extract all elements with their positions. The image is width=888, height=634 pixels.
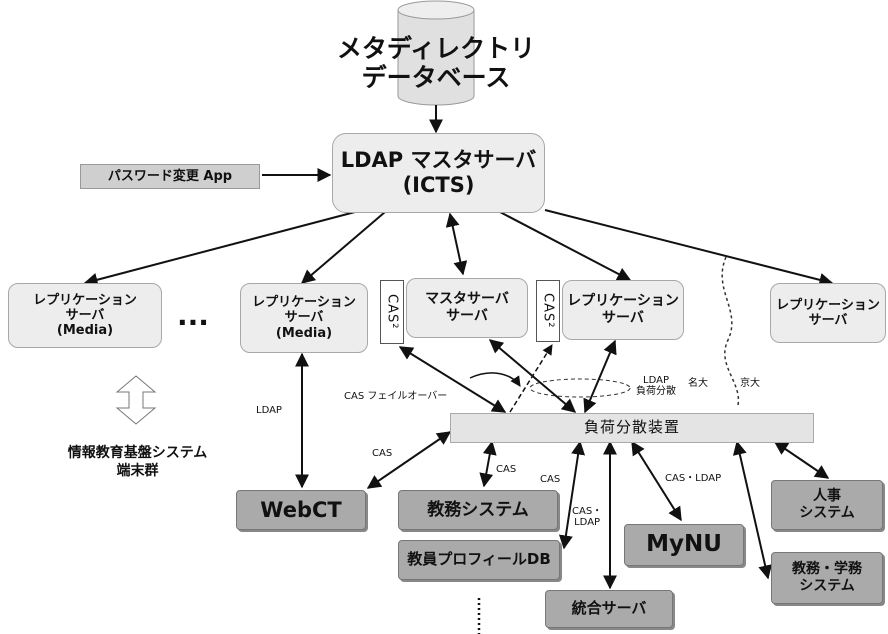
- terminal-double-arrow: [115, 375, 157, 425]
- label-cas-webct: CAS: [372, 448, 393, 459]
- ldap-master-line1: LDAP マスタサーバ: [340, 148, 537, 173]
- replica-server-media-1[interactable]: レプリケーション サーバ (Media): [8, 283, 162, 348]
- arrow-replica3-lb: [583, 339, 617, 414]
- label-kyodai: 京大: [740, 378, 760, 389]
- profile-db[interactable]: 教員プロフィールDB: [398, 540, 560, 580]
- label-cas-profile: CAS: [540, 474, 561, 485]
- arrow-master-to-replica-2: [300, 211, 386, 284]
- label-ldap-left: LDAP: [256, 405, 282, 416]
- arrow-master-to-replica-4: [544, 209, 834, 287]
- label-meidai: 名大: [688, 378, 708, 389]
- kyomu-system[interactable]: 教務システム: [398, 490, 558, 530]
- password-change-app[interactable]: パスワード変更 App: [80, 164, 260, 189]
- replica-server-3[interactable]: レプリケーション サーバ: [562, 280, 684, 340]
- ldap-master-server[interactable]: LDAP マスタサーバ (ICTS): [332, 133, 545, 213]
- togo-server[interactable]: 統合サーバ: [545, 590, 673, 628]
- database-title: メタディレクトリ データベース: [336, 30, 536, 96]
- cas2-box-right: CAS²: [536, 280, 560, 342]
- database-cylinder: [397, 0, 475, 106]
- arrow-master-to-replica-3: [499, 211, 632, 281]
- terminals-label: 情報教育基盤システム 端末群: [67, 444, 208, 479]
- ldap-master-line2: (ICTS): [402, 173, 475, 197]
- replica-server-media-2[interactable]: レプリケーション サーバ (Media): [240, 283, 368, 353]
- arrow-lb-jinji: [773, 441, 830, 479]
- arrow-cas-failover: [469, 372, 521, 387]
- database-title-line1: メタディレクトリ: [336, 33, 536, 63]
- lb-dashed-ellipse: [529, 378, 631, 398]
- arrow-lb-cas-right: [509, 344, 553, 413]
- label-cas-failover: CAS フェイルオーバー: [344, 391, 448, 402]
- replica-server-4[interactable]: レプリケーション サーバ: [770, 283, 886, 343]
- arrow-lb-profile: [558, 440, 586, 550]
- arrow-lb-webct: [366, 431, 452, 489]
- arrow-cas-left-lb: [398, 346, 507, 413]
- label-cas-ldap-mynu: CAS・LDAP: [665, 473, 722, 484]
- webct-system[interactable]: WebCT: [236, 490, 366, 530]
- label-cas-ldap-togo: CAS・ LDAP: [572, 506, 603, 528]
- mynu-system[interactable]: MyNU: [624, 524, 744, 566]
- master-sub-server[interactable]: マスタサーバ サーバ: [406, 278, 528, 338]
- cas2-box-left: CAS²: [380, 280, 404, 344]
- jinji-system[interactable]: 人事 システム: [771, 480, 883, 530]
- university-divider: [721, 256, 740, 406]
- label-cas-kyomu: CAS: [496, 464, 517, 475]
- replica-ellipsis: ...: [177, 299, 209, 333]
- database-title-line2: データベース: [361, 63, 511, 92]
- label-ldap-lb: LDAP 負荷分散: [636, 375, 676, 397]
- arrow-master-to-master-sub: [445, 212, 468, 276]
- load-balancer[interactable]: 負荷分散装置: [450, 413, 814, 443]
- arrow-master-to-replica-1: [83, 211, 356, 287]
- arrow-lb-kyomu: [479, 440, 497, 488]
- arrow-lb-gakumu: [732, 440, 773, 580]
- arrow-lb-mynu: [631, 440, 682, 522]
- gakumu-system[interactable]: 教務・学務 システム: [771, 552, 883, 604]
